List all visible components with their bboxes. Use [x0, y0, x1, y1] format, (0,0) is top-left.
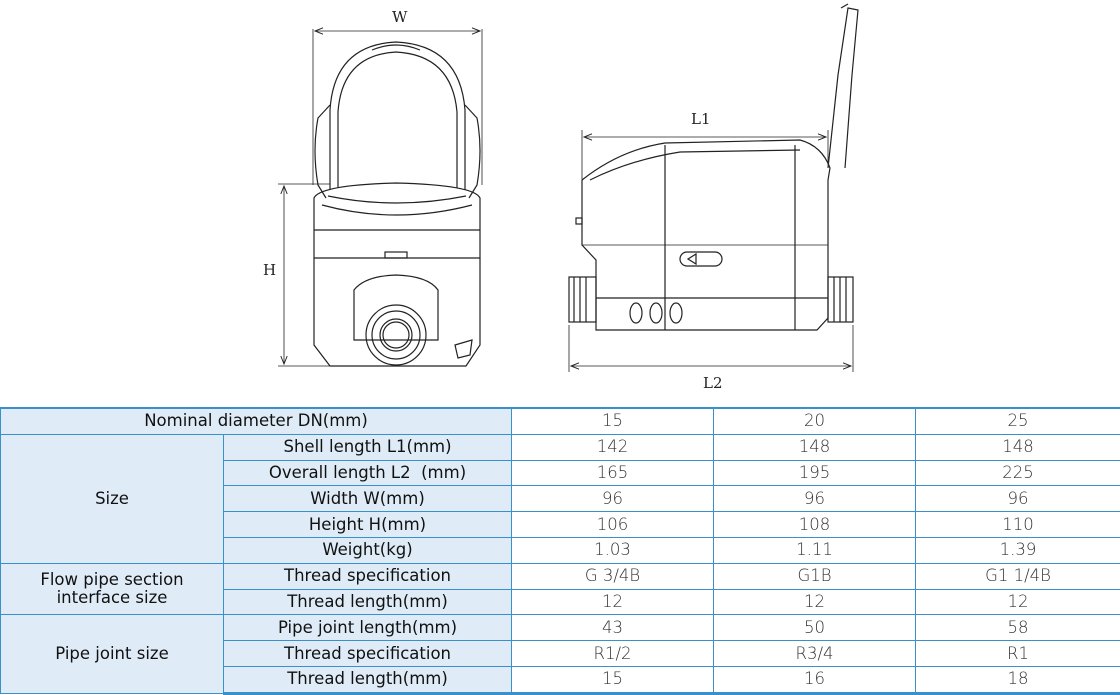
row-label: Thread specification	[224, 563, 512, 589]
row-label: Weight(kg)	[224, 537, 512, 563]
cell-value: G 3/4B	[512, 563, 714, 589]
cell-value: 58	[916, 615, 1120, 641]
front-view-drawing	[278, 29, 482, 366]
header-value: 20	[714, 408, 916, 434]
cell-value: 148	[916, 434, 1120, 460]
header-label: Nominal diameter DN(mm)	[1, 408, 512, 434]
row-label: Shell length L1(mm)	[224, 434, 512, 460]
side-view-drawing	[569, 4, 858, 372]
dimension-label-l1: L1	[691, 110, 711, 128]
cell-value: 50	[714, 615, 916, 641]
table-row: Flow pipe section interface size Thread …	[1, 563, 1120, 589]
table-row: Nominal diameter DN(mm) 15 20 25	[1, 408, 1120, 434]
cell-value: 15	[512, 666, 714, 693]
cell-value: 18	[916, 666, 1120, 693]
dimension-label-l2: L2	[703, 374, 723, 392]
header-value: 25	[916, 408, 1120, 434]
cell-value: 148	[714, 434, 916, 460]
dimension-label-w: W	[392, 8, 408, 26]
cell-value: R1/2	[512, 641, 714, 667]
group-label-flow-pipe: Flow pipe section interface size	[1, 563, 224, 615]
group-label-pipe-joint: Pipe joint size	[1, 615, 224, 693]
cell-value: 1.03	[512, 537, 714, 563]
table-row: Size Shell length L1(mm) 142 148 148	[1, 434, 1120, 460]
cell-value: 142	[512, 434, 714, 460]
row-label: Thread length(mm)	[224, 666, 512, 693]
row-label: Thread specification	[224, 641, 512, 667]
cell-value: 1.39	[916, 537, 1120, 563]
cell-value: R1	[916, 641, 1120, 667]
row-label: Overall length L2 (mm)	[224, 460, 512, 486]
cell-value: 195	[714, 460, 916, 486]
cell-value: 12	[512, 589, 714, 615]
cell-value: R3/4	[714, 641, 916, 667]
cell-value: 96	[512, 486, 714, 512]
cell-value: 12	[916, 589, 1120, 615]
cell-value: 96	[714, 486, 916, 512]
cell-value: 1.11	[714, 537, 916, 563]
cell-value: 96	[916, 486, 1120, 512]
technical-drawings: W H L1 L2	[0, 0, 1120, 400]
cell-value: 108	[714, 512, 916, 538]
group-label-size: Size	[1, 434, 224, 563]
row-label: Thread length(mm)	[224, 589, 512, 615]
row-label: Pipe joint length(mm)	[224, 615, 512, 641]
cell-value: 16	[714, 666, 916, 693]
cell-value: 43	[512, 615, 714, 641]
cell-value: 12	[714, 589, 916, 615]
spec-table: Nominal diameter DN(mm) 15 20 25 Size Sh…	[0, 407, 1120, 695]
dimension-label-h: H	[263, 261, 276, 279]
row-label: Width W(mm)	[224, 486, 512, 512]
table-row: Pipe joint size Pipe joint length(mm) 43…	[1, 615, 1120, 641]
cell-value: 225	[916, 460, 1120, 486]
cell-value: G1B	[714, 563, 916, 589]
cell-value: 106	[512, 512, 714, 538]
header-value: 15	[512, 408, 714, 434]
cell-value: G1 1/4B	[916, 563, 1120, 589]
cell-value: 165	[512, 460, 714, 486]
row-label: Height H(mm)	[224, 512, 512, 538]
cell-value: 110	[916, 512, 1120, 538]
